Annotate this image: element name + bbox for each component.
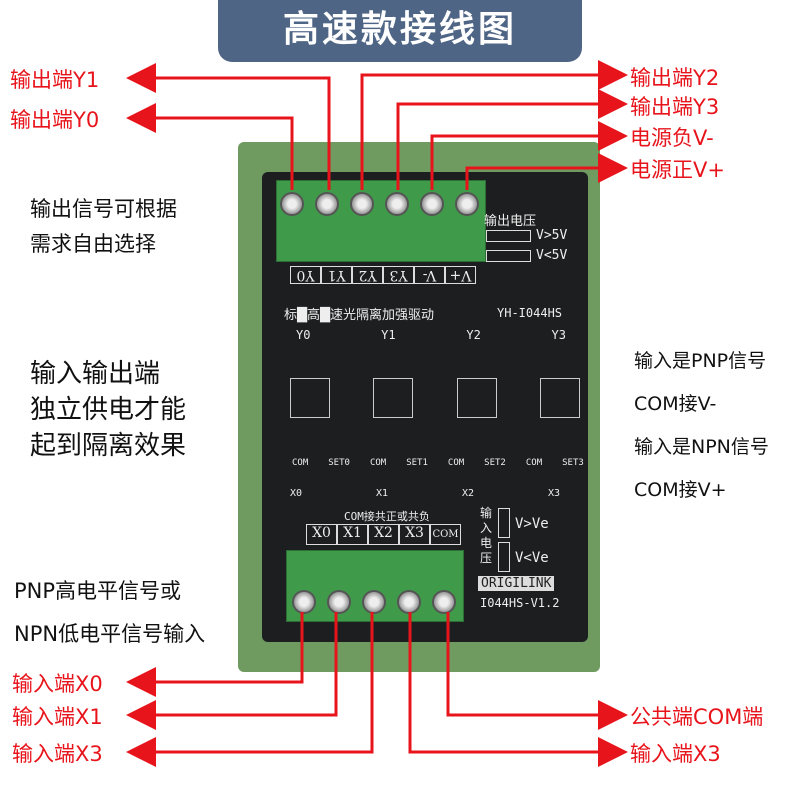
in-v-low-label: V<Ve — [515, 550, 549, 566]
input-terminal-labels: X0 X1 X2 X3 COM — [306, 524, 461, 545]
jumper-in-low[interactable] — [498, 542, 510, 572]
arrow-x1 — [126, 612, 338, 730]
led-x0: X0 — [290, 488, 303, 499]
com-set-row: COM SET0 COM SET1 COM SET2 COM SET3 — [292, 458, 592, 468]
screw-y2 — [350, 192, 374, 216]
label-input-x3-right: 输入端X3 — [630, 742, 721, 766]
brand-label: ORIGILINK — [478, 576, 555, 591]
note-line: 输入输出端 — [30, 359, 161, 389]
out-v-low-label: V<5V — [536, 248, 568, 263]
channel-labels: Y0 Y1 Y2 Y3 — [296, 328, 566, 342]
note-line: COM接V- — [634, 393, 717, 415]
note-input-signal: PNP高电平信号或 NPN低电平信号输入 — [14, 570, 205, 656]
input-led-labels: X0 X1 X2 X3 — [290, 488, 560, 499]
com-1: COM — [369, 458, 387, 468]
note-line: 输出信号可根据 — [30, 197, 177, 221]
channel-y2: Y2 — [466, 328, 481, 342]
note-line: PNP高电平信号或 — [14, 579, 182, 603]
screw-x2 — [362, 590, 386, 614]
arrow-y3 — [396, 89, 628, 190]
jumper-vlow[interactable] — [486, 250, 531, 262]
com-2: COM — [447, 458, 465, 468]
output-terminal-block — [276, 180, 486, 262]
version-label: I044HS-V1.2 — [480, 596, 560, 610]
screw-y1 — [315, 192, 339, 216]
out-v-high-label: V>5V — [536, 228, 568, 243]
note-pnp-npn: 输入是PNP信号 COM接V- 输入是NPN信号 COM接V+ — [634, 340, 769, 512]
note-line: 起到隔离效果 — [30, 431, 187, 461]
arrow-x3-right — [408, 612, 628, 767]
board-headline: 标█高█速光隔离加强驱动 — [284, 308, 434, 323]
label-output-y1: 输出端Y1 — [10, 68, 100, 92]
label-output-y3: 输出端Y3 — [630, 95, 720, 119]
label-x3: X3 — [399, 524, 430, 545]
label-power-positive: 电源正V+ — [630, 158, 725, 182]
label-com: COM — [430, 524, 461, 545]
label-power-negative: 电源负V- — [630, 126, 714, 150]
label-common-com: 公共端COM端 — [630, 705, 764, 729]
com-0: COM — [292, 458, 309, 468]
channel-y1: Y1 — [381, 328, 396, 342]
channel-y3: Y3 — [551, 328, 566, 342]
label-output-y0: 输出端Y0 — [10, 108, 100, 132]
com-3: COM — [525, 458, 543, 468]
label-input-x0: 输入端X0 — [12, 672, 103, 696]
screw-x1 — [327, 590, 351, 614]
jumper-in-high[interactable] — [498, 508, 510, 538]
screw-x0 — [292, 590, 316, 614]
title-banner: 高速款接线图 — [218, 0, 582, 62]
jumper-vhigh[interactable] — [486, 230, 531, 242]
arrow-v-minus — [430, 121, 628, 190]
optocoupler-1 — [290, 378, 330, 418]
label-x0: X0 — [306, 524, 337, 545]
label-input-x3-left: 输入端X3 — [12, 742, 103, 766]
label-output-y2: 输出端Y2 — [630, 66, 720, 90]
channel-y0: Y0 — [296, 328, 311, 342]
arrow-com — [446, 612, 628, 730]
arrow-y0 — [126, 103, 294, 190]
optocoupler-2 — [373, 378, 414, 418]
note-line: 独立供电才能 — [30, 395, 187, 425]
note-isolation: 输入输出端独立供电才能起到隔离效果 — [30, 356, 186, 464]
set1: SET1 — [406, 458, 428, 468]
note-line: COM接V+ — [634, 479, 727, 501]
screw-y3 — [385, 192, 409, 216]
arrow-v-plus — [465, 153, 628, 190]
label-x1: X1 — [337, 524, 368, 545]
input-voltage-title: 输入电压 — [480, 506, 493, 565]
note-line: 输入是NPN信号 — [634, 436, 769, 458]
set2: SET2 — [484, 458, 506, 468]
in-v-high-label: V>Ve — [515, 516, 549, 532]
screw-v+ — [455, 192, 479, 216]
note-line: 需求自由选择 — [30, 232, 156, 256]
led-x2: X2 — [461, 488, 475, 499]
com-note: COM接共正或共负 — [344, 510, 430, 523]
note-output-signal: 输出信号可根据需求自由选择 — [30, 192, 177, 262]
screw-v- — [420, 192, 444, 216]
led-x1: X1 — [375, 488, 389, 499]
screw-y0 — [280, 192, 304, 216]
arrow-x3-left — [126, 612, 374, 767]
label-input-x1: 输入端X1 — [12, 705, 103, 729]
note-line: 输入是PNP信号 — [634, 350, 767, 372]
output-screws — [280, 192, 479, 216]
led-x3: X3 — [547, 488, 560, 499]
board-model: YH-I044HS — [497, 306, 563, 320]
label-x2: X2 — [368, 524, 399, 545]
arrow-y1 — [126, 63, 331, 190]
optocouplers — [290, 378, 580, 418]
arrow-x0 — [126, 612, 304, 697]
arrow-y2 — [360, 60, 628, 190]
set0: SET0 — [328, 458, 350, 468]
optocoupler-3 — [456, 378, 497, 418]
note-line: NPN低电平信号输入 — [14, 622, 206, 646]
screw-com — [432, 590, 456, 614]
set3: SET3 — [562, 458, 584, 468]
optocoupler-4 — [539, 378, 580, 418]
output-voltage-title: 输出电压 — [484, 214, 537, 229]
